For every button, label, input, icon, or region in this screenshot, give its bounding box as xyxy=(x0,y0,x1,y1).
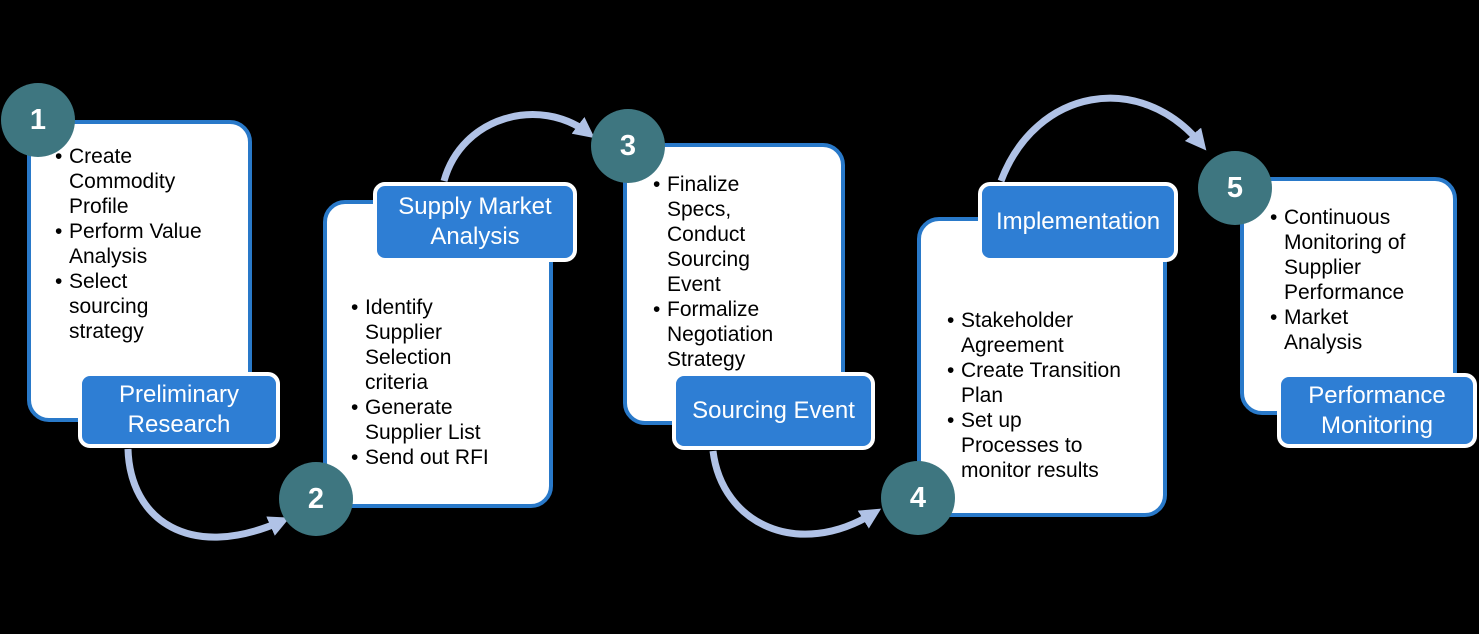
step-5-number-badge: 5 xyxy=(1198,151,1272,225)
arrow-3-to-4-icon xyxy=(709,450,882,538)
step-4-bullet-2: Create Transition Plan xyxy=(947,358,1155,408)
step-2-number: 2 xyxy=(307,482,325,515)
step-2-title-box: Supply Market Analysis xyxy=(373,182,577,262)
step-5-bullet-list: Continuous Monitoring of Supplier Perfor… xyxy=(1244,181,1453,355)
arrow-1-to-2-icon xyxy=(124,448,290,541)
step-2-card: Identify Supplier Selection criteria Gen… xyxy=(323,200,553,508)
step-4-number-badge: 4 xyxy=(881,461,955,535)
step-5-bullet-2: Market Analysis xyxy=(1270,305,1445,355)
step-1-title-box: Preliminary Research xyxy=(78,372,280,448)
step-2-number-badge: 2 xyxy=(279,462,353,536)
step-3-bullet-2: Formalize Negotiation Strategy xyxy=(653,297,833,372)
step-4-bullet-list: Stakeholder Agreement Create Transition … xyxy=(921,221,1163,483)
arrow-2-to-3-icon xyxy=(440,111,595,182)
step-3-bullet-1: Finalize Specs, Conduct Sourcing Event xyxy=(653,172,833,297)
step-2-bullet-list: Identify Supplier Selection criteria Gen… xyxy=(327,204,549,470)
step-4-card: Stakeholder Agreement Create Transition … xyxy=(917,217,1167,517)
step-4-title: Implementation xyxy=(995,208,1161,235)
step-5-title: Performance Monitoring xyxy=(1308,381,1446,439)
step-4-number: 4 xyxy=(909,481,927,514)
step-4-title-box: Implementation xyxy=(978,182,1178,262)
step-1-number: 1 xyxy=(29,103,47,136)
step-2-bullet-1: Identify Supplier Selection criteria xyxy=(351,295,541,395)
step-1-number-badge: 1 xyxy=(1,83,75,157)
step-1-bullet-2: Perform Value Analysis xyxy=(55,219,234,269)
step-1-bullet-1: Create Commodity Profile xyxy=(55,144,234,219)
arrow-4-to-5-icon xyxy=(997,94,1207,183)
step-3-bullet-list: Finalize Specs, Conduct Sourcing Event F… xyxy=(627,147,841,372)
step-3-number: 3 xyxy=(619,129,637,162)
step-2-bullet-2: Generate Supplier List xyxy=(351,395,541,445)
step-3-number-badge: 3 xyxy=(591,109,665,183)
step-5-number: 5 xyxy=(1226,171,1244,204)
step-1-title: Preliminary Research xyxy=(118,381,240,438)
step-4-bullet-3: Set up Processes to monitor results xyxy=(947,408,1155,483)
step-1-card: Create Commodity Profile Perform Value A… xyxy=(27,120,252,422)
step-2-bullet-3: Send out RFI xyxy=(351,445,541,470)
step-1-bullet-list: Create Commodity Profile Perform Value A… xyxy=(31,124,248,344)
step-5-bullet-1: Continuous Monitoring of Supplier Perfor… xyxy=(1270,205,1445,305)
step-1-bullet-3: Select sourcing strategy xyxy=(55,269,234,344)
step-3-title: Sourcing Event xyxy=(692,397,855,424)
step-5-title-box: Performance Monitoring xyxy=(1277,373,1477,448)
step-3-title-box: Sourcing Event xyxy=(672,372,875,450)
step-2-title: Supply Market Analysis xyxy=(398,193,552,250)
step-4-bullet-1: Stakeholder Agreement xyxy=(947,308,1155,358)
